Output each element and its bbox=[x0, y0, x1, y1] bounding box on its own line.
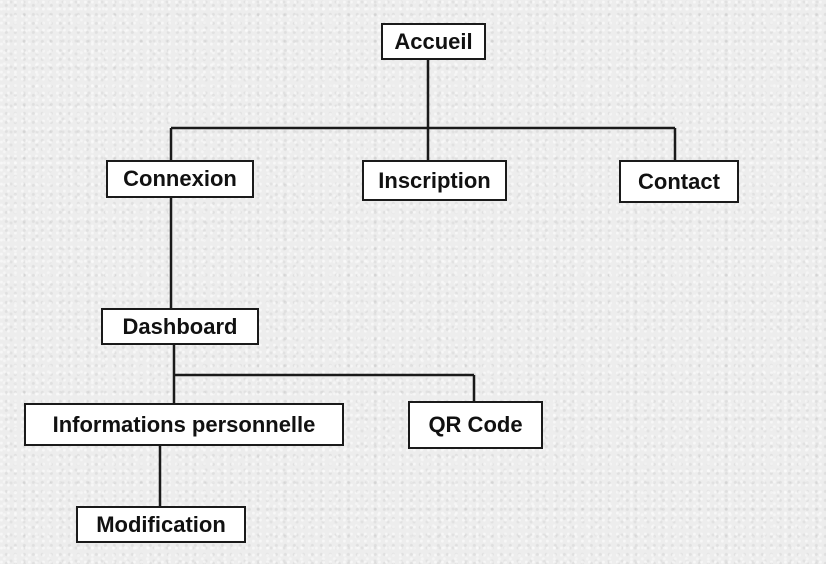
node-connexion: Connexion bbox=[106, 160, 254, 198]
node-informations-personnelle: Informations personnelle bbox=[24, 403, 344, 446]
node-accueil: Accueil bbox=[381, 23, 486, 60]
node-dashboard: Dashboard bbox=[101, 308, 259, 345]
node-modification: Modification bbox=[76, 506, 246, 543]
node-qr-code: QR Code bbox=[408, 401, 543, 449]
node-contact: Contact bbox=[619, 160, 739, 203]
node-inscription: Inscription bbox=[362, 160, 507, 201]
